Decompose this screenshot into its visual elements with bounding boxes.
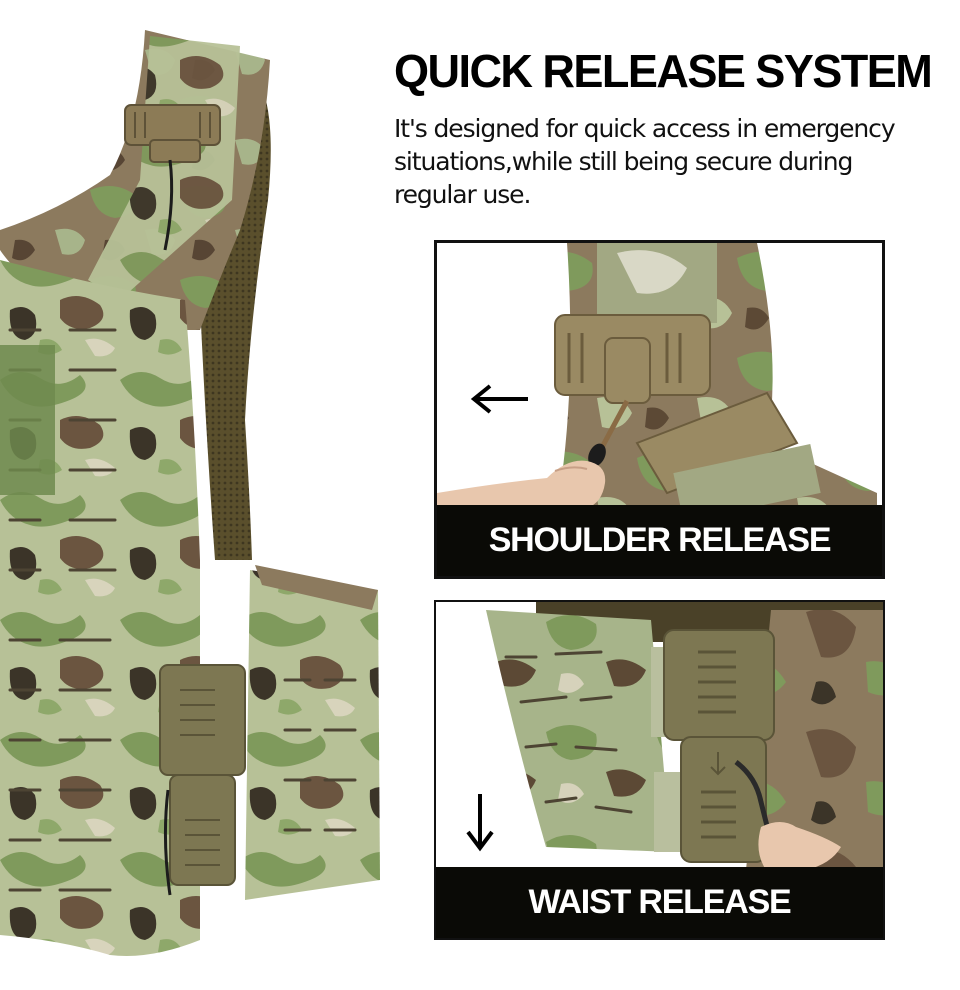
waist-release-caption-bar: WAIST RELEASE (436, 867, 883, 938)
shoulder-release-panel: SHOULDER RELEASE (434, 240, 885, 579)
shoulder-release-caption-bar: SHOULDER RELEASE (437, 505, 882, 576)
page-title: QUICK RELEASE SYSTEM (394, 45, 933, 97)
waist-buckle (159, 664, 246, 886)
plate-carrier-illustration (0, 30, 380, 956)
shoulder-release-photo (437, 243, 882, 508)
shoulder-release-caption: SHOULDER RELEASE (488, 521, 832, 559)
waist-release-panel: WAIST RELEASE (434, 600, 885, 940)
shoulder-buckle (124, 104, 221, 163)
arrow-left-icon (470, 383, 530, 415)
feature-description: It's designed for quick access in emerge… (394, 114, 896, 209)
vest-hero-image (0, 0, 400, 990)
waist-release-caption: WAIST RELEASE (528, 883, 791, 921)
waist-release-photo (436, 602, 883, 870)
arrow-down-icon (464, 792, 496, 852)
